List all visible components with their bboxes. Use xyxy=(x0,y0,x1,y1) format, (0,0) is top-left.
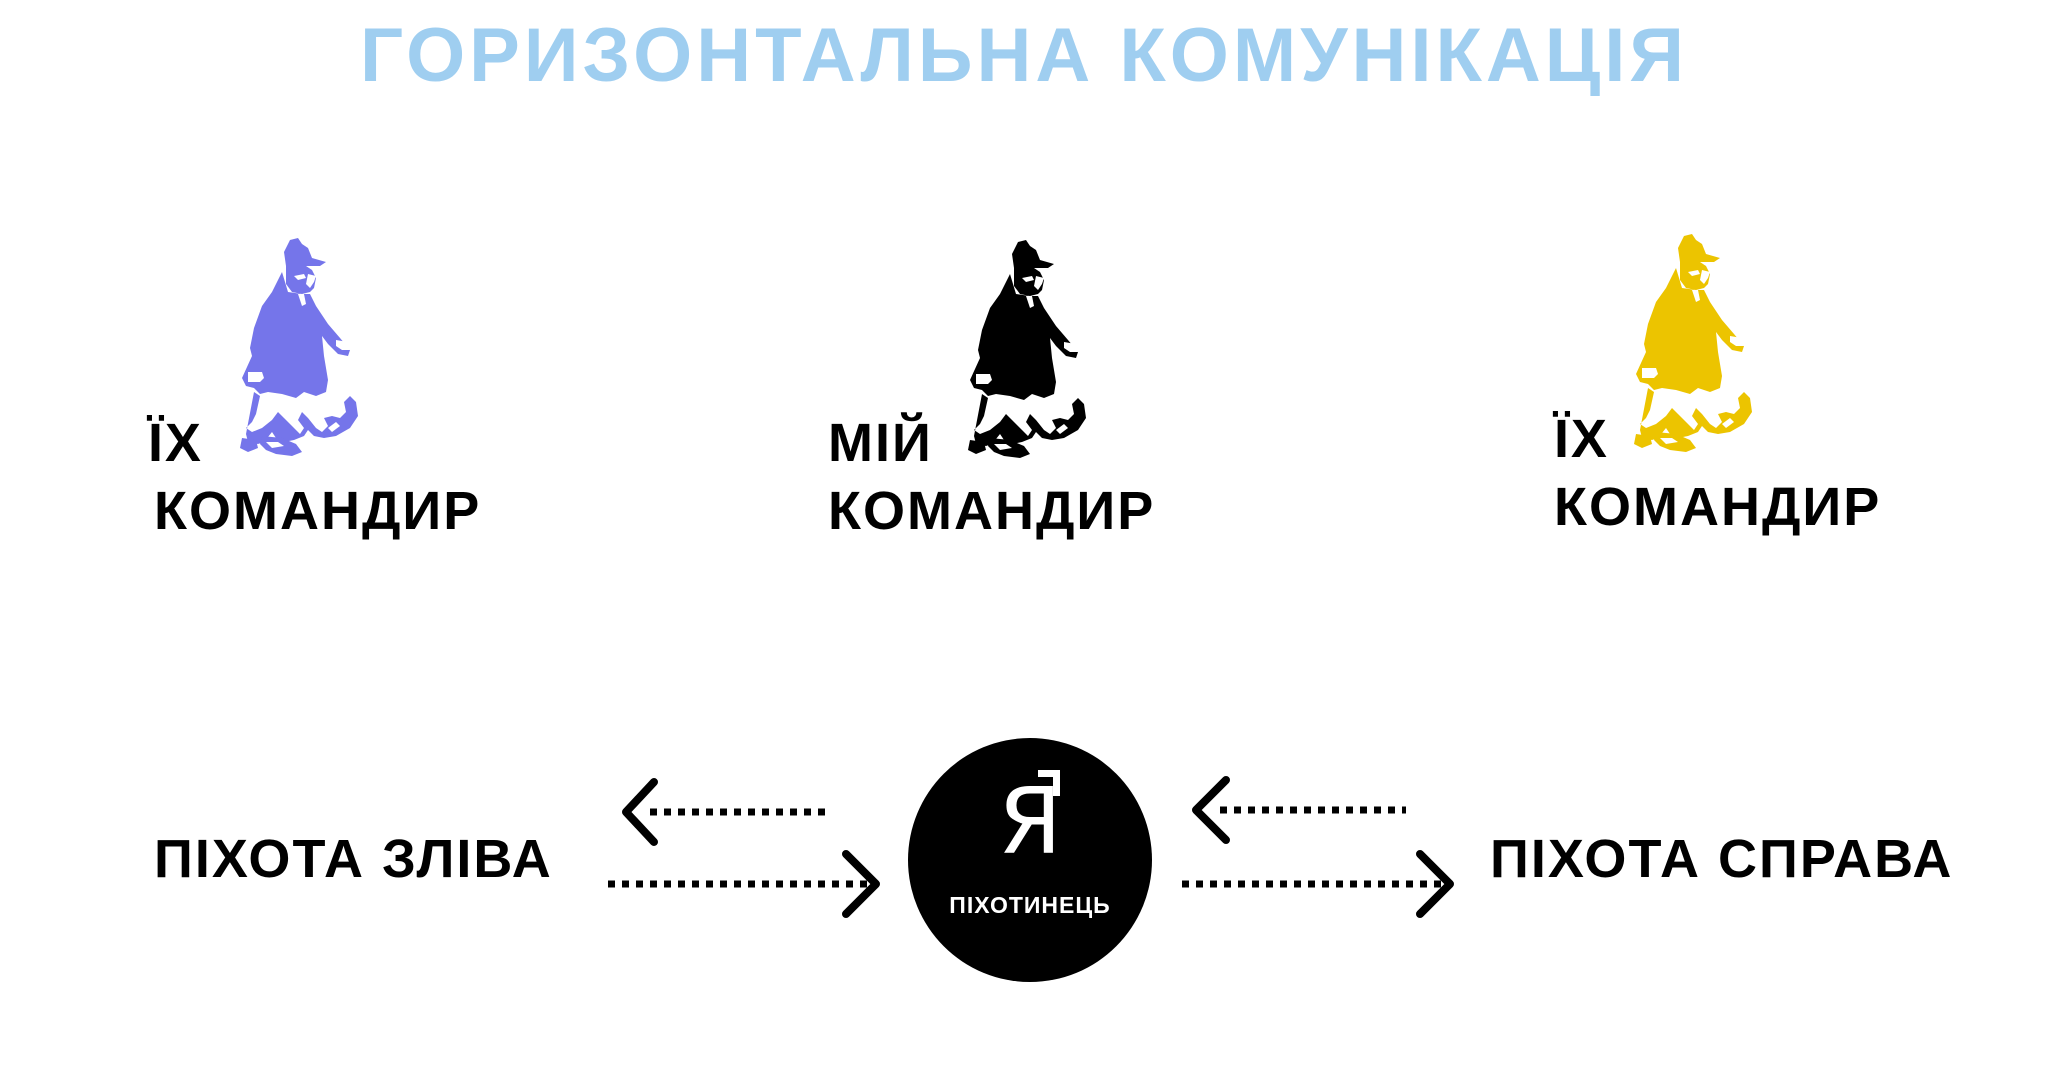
soldier-silhouette-icon xyxy=(1626,228,1766,468)
left-dotted-double-arrow-icon xyxy=(600,772,900,932)
me-letter: Я xyxy=(908,776,1152,868)
infantry-right-label: ПІХОТА СПРАВА xyxy=(1490,832,1953,886)
infantry-left-label: ПІХОТА ЗЛІВА xyxy=(154,832,553,886)
left-commander-line2: КОМАНДИР xyxy=(154,484,481,538)
soldier-silhouette-icon xyxy=(960,234,1100,474)
left-commander xyxy=(232,232,372,472)
right-commander-line1: ЇХ xyxy=(1554,412,1609,466)
right-dotted-double-arrow-icon xyxy=(1180,770,1480,930)
infantryman-me-circle: Я ПІХОТИНЕЦЬ xyxy=(908,738,1152,982)
center-commander-line1: МІЙ xyxy=(828,416,933,470)
center-commander-line2: КОМАНДИР xyxy=(828,484,1155,538)
left-commander-line1: ЇХ xyxy=(148,416,203,470)
right-commander-line2: КОМАНДИР xyxy=(1554,480,1881,534)
me-caption: ПІХОТИНЕЦЬ xyxy=(908,894,1152,917)
soldier-silhouette-icon xyxy=(232,232,372,472)
right-commander xyxy=(1626,228,1766,468)
page-title: ГОРИЗОНТАЛЬНА КОМУНІКАЦІЯ xyxy=(0,18,2048,94)
center-commander xyxy=(960,234,1100,474)
